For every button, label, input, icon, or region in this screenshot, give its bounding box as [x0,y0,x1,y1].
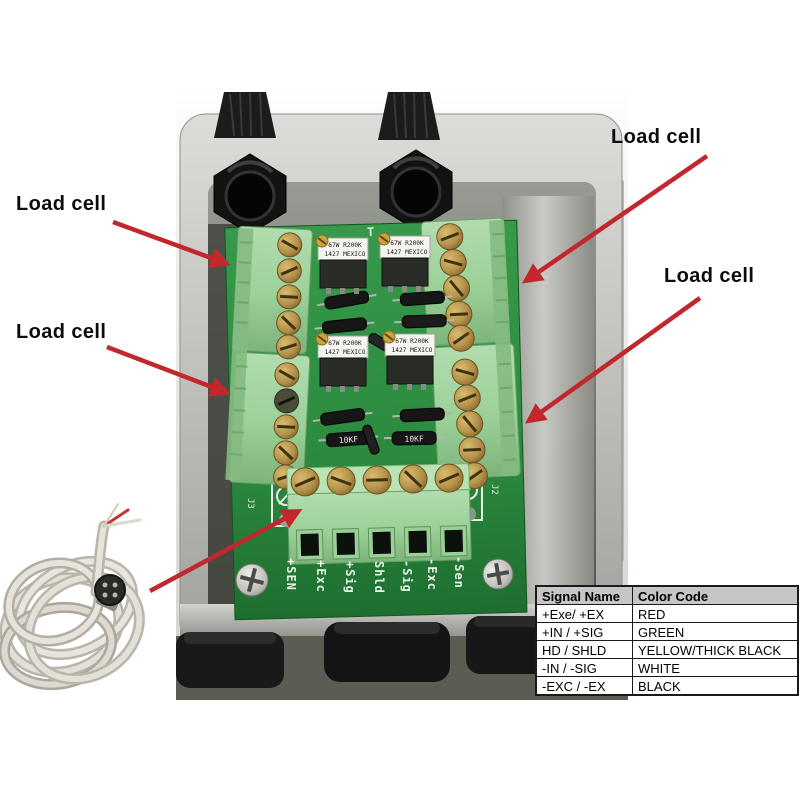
resistor-label: 10KF [339,435,359,445]
trimmer-label-line1: 67W R200K [395,338,429,345]
signal-name: +IN / +SIG [542,625,604,640]
color-code: BLACK [632,677,797,694]
terminal-screws-bottom [290,463,464,497]
color-code: RED [632,605,797,622]
table-row: +Exe/ +EX RED [537,604,797,622]
pin-label-sig-minus: -Sig [400,560,414,593]
cable-gland-left [213,92,287,235]
terminal-screws-left [273,232,303,490]
trimmer-label-line1: 67W R200K [328,340,362,347]
pin-label-sen-plus: +SEN [284,558,298,591]
terminal-block-bottom [286,463,472,565]
signal-name: HD / SHLD [542,643,607,658]
signal-name: -EXC / -EX [542,679,606,694]
cable-gland-right [378,92,453,231]
cable-connector [94,574,126,612]
terminal-block-right [420,217,521,490]
table-row: HD / SHLD YELLOW/THICK BLACK [537,640,797,658]
table-header-signal: Signal Name [542,589,621,604]
label-load-cell-top-left: Load cell [16,193,107,215]
table-row: -IN / -SIG WHITE [537,658,797,676]
terminal-block-left [225,225,313,490]
color-code: YELLOW/THICK BLACK [632,641,797,658]
pcb-label-j3: J3 [245,498,255,509]
trimmer-label-line2: 1427 MEXICO [325,349,366,356]
signal-name: +Exe/ +EX [542,607,605,622]
pin-label-exc-plus: +Exc [314,560,328,593]
trimmer-potentiometers: 67W R200K 1427 MEXICO 67W R200K 1427 MEX… [315,232,436,392]
pin-label-shld: Shld [372,561,386,594]
table-header-row: Signal Name Color Code [537,587,797,604]
pin-label-sen-minus: -Sen [452,556,466,589]
label-load-cell-mid-left: Load cell [16,321,107,343]
trimmer-label-line2: 1427 MEXICO [325,251,366,258]
pin-label-exc-minus: -Exc [425,558,439,591]
wire-tips [102,503,142,528]
resistor-label: 10KF [404,434,424,443]
color-code: GREEN [632,623,797,640]
cable-coil [0,520,145,691]
signal-color-table: Signal Name Color Code +Exe/ +EX RED +IN… [535,585,799,696]
table-header-color: Color Code [632,587,797,604]
phillips-screw-right [482,558,514,590]
color-code: WHITE [632,659,797,676]
table-row: +IN / +SIG GREEN [537,622,797,640]
label-load-cell-top-right: Load cell [611,126,702,148]
trimmer-label-line2: 1427 MEXICO [392,347,433,354]
resistors: 10KF 10KF [312,290,455,455]
table-row: -EXC / -EX BLACK [537,676,797,694]
load-cell-cable-photo [0,503,145,691]
pcb-label-j2: J2 [489,484,499,495]
label-load-cell-mid-right: Load cell [664,265,755,287]
trimmer-label-line1: 67W R200K [390,240,424,247]
trimmer-label-line2: 1427 MEXICO [387,249,428,256]
wire-entry-openings [295,525,468,561]
pcb-marking: T [367,225,375,239]
pin-label-sig-plus: +Sig [343,561,357,594]
terminal-screws-right [436,223,488,490]
trimmer-label-line1: 67W R200K [328,242,362,249]
signal-name: -IN / -SIG [542,661,597,676]
